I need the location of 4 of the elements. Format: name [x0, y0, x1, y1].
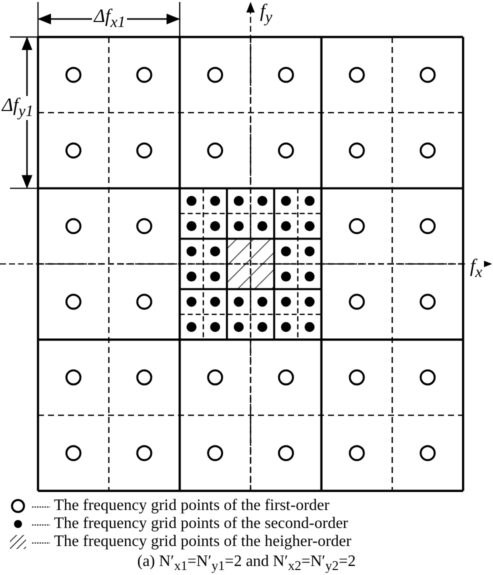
legend-text: The frequency grid points of the second-order [54, 515, 348, 533]
legend-text: The frequency grid points of the heigher-order [54, 533, 352, 551]
axis-label: f$_{y}$ [258, 2, 274, 26]
legend-text: The frequency grid points of the first-order [54, 497, 330, 515]
